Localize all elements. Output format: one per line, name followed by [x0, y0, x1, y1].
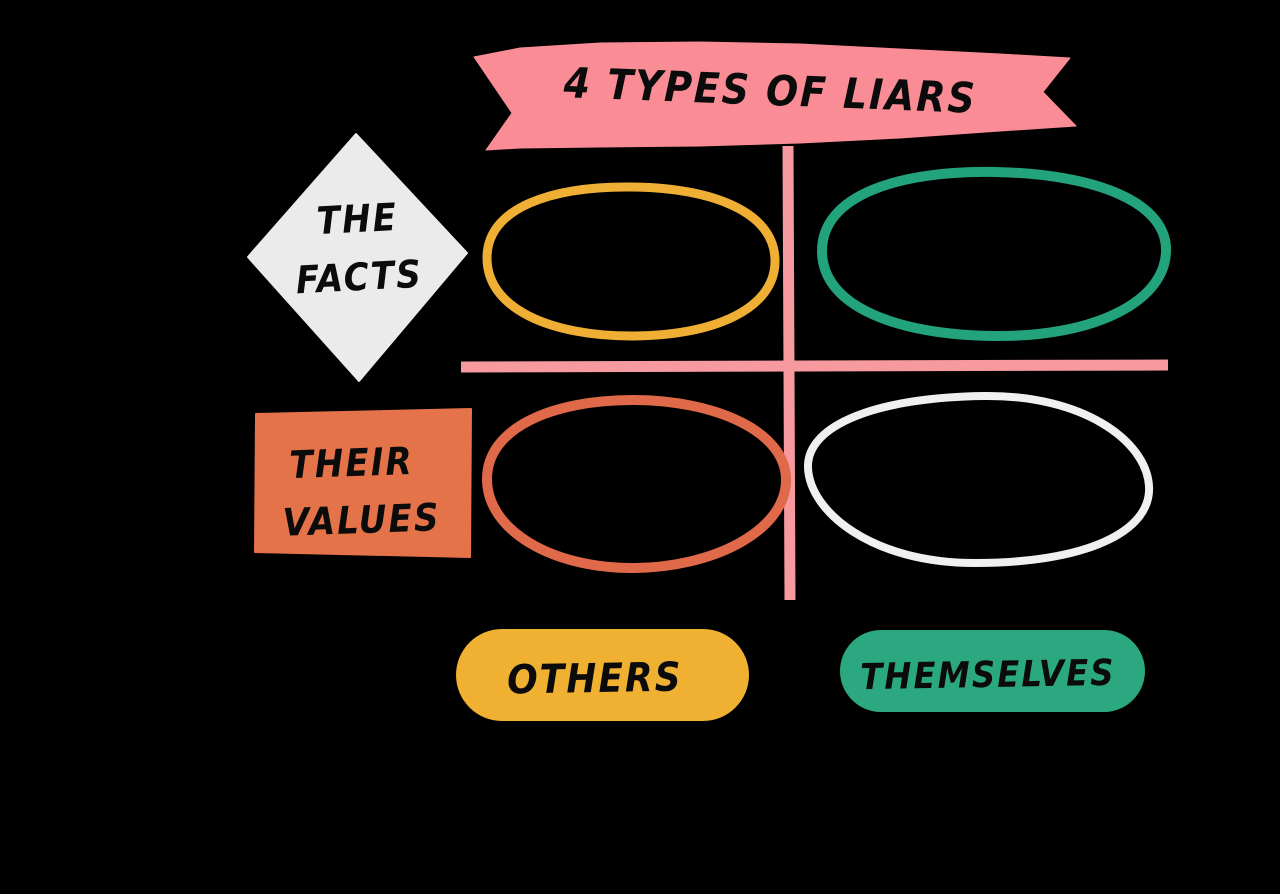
row-label-the-facts: THE FACTS [247, 133, 468, 382]
axis-cross [460, 145, 1169, 601]
quadrant-values-themselves[interactable] [803, 391, 1154, 567]
quadrant-values-others-ellipse[interactable] [482, 395, 792, 573]
row-label-their-values-line1: THEIR [289, 439, 415, 487]
row-label-their-values-line2: VALUES [282, 495, 441, 544]
column-label-others[interactable]: OTHERS [456, 629, 749, 721]
vertical-divider [782, 145, 796, 601]
diamond-shape [247, 133, 468, 382]
themselves-pill-shape[interactable] [840, 630, 1145, 712]
column-label-themselves[interactable]: THEMSELVES [840, 630, 1145, 712]
row-label-the-facts-line2: FACTS [295, 252, 424, 303]
quadrant-facts-themselves[interactable] [817, 166, 1172, 342]
rectangle-shape [254, 408, 472, 558]
quadrant-values-themselves-ellipse[interactable] [803, 391, 1154, 567]
quadrant-values-others[interactable] [482, 395, 792, 573]
row-label-their-values: THEIR VALUES [254, 408, 472, 558]
others-pill-shape[interactable] [456, 629, 749, 721]
column-label-themselves-text: THEMSELVES [860, 653, 1116, 698]
column-label-others-text: OTHERS [507, 654, 683, 703]
quadrant-facts-others-ellipse[interactable] [482, 182, 780, 341]
banner-ribbon-shape [473, 41, 1077, 151]
quadrant-facts-others[interactable] [482, 182, 780, 341]
horizontal-divider [460, 359, 1169, 373]
title-banner: 4 TYPES OF LIARS [473, 41, 1077, 151]
quadrant-facts-themselves-ellipse[interactable] [817, 166, 1172, 342]
row-label-the-facts-line1: THE [316, 195, 399, 243]
